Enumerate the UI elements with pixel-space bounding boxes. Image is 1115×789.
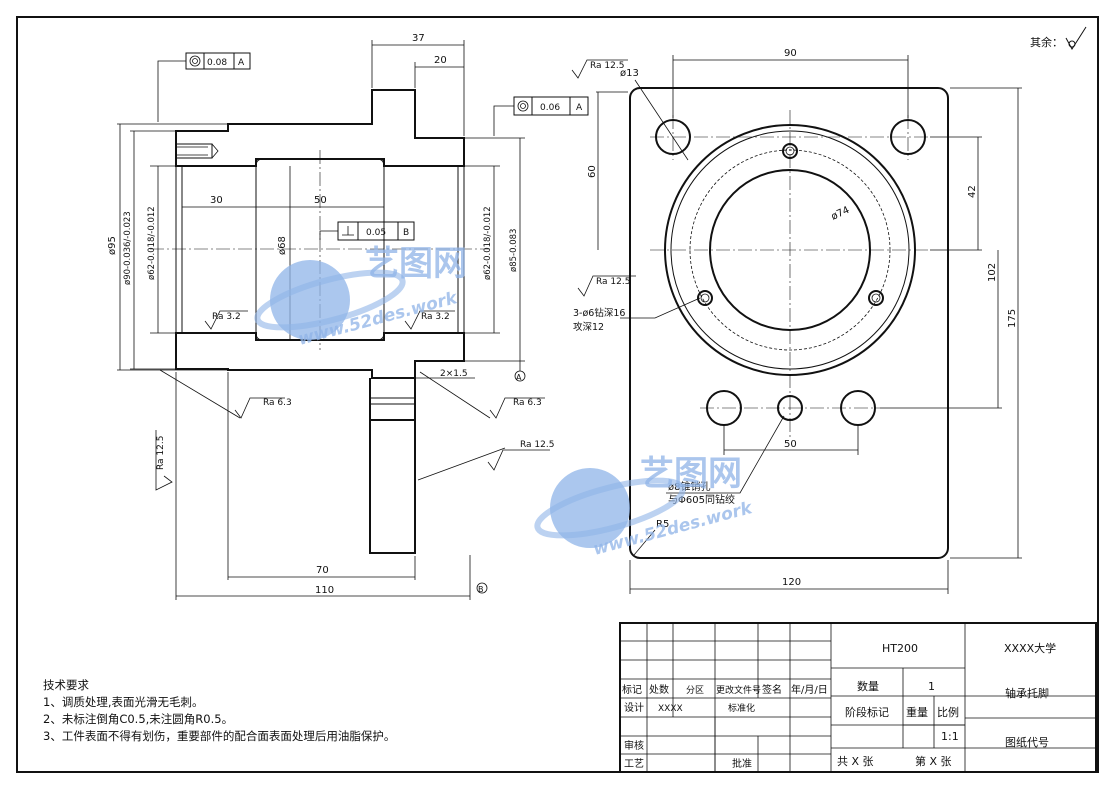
note-tapped-holes: 3-ø6钻深16: [573, 307, 625, 319]
note-tap-depth: 攻深12: [573, 321, 604, 333]
svg-text:Ra 3.2: Ra 3.2: [212, 312, 241, 322]
svg-text:0.05: 0.05: [366, 228, 386, 238]
section-foot: [369, 419, 416, 554]
dim-175: 175: [1007, 309, 1018, 328]
corner-note: 其余：: [1030, 35, 1063, 49]
roughness-ra32-right: Ra 3.2: [404, 310, 455, 330]
dim-30: 30: [210, 195, 223, 206]
svg-text:阶段标记: 阶段标记: [845, 705, 889, 719]
svg-text:B: B: [403, 228, 409, 238]
scale-value: 1:1: [941, 730, 959, 743]
threaded-hole: [175, 143, 213, 159]
plan-view: 90 60 42 102 175 50 120 ø13 ø74 R5 Ra 12…: [571, 48, 1022, 594]
svg-text:A: A: [576, 103, 583, 113]
roughness-ra63-left: Ra 6.3: [159, 369, 292, 419]
svg-text:第 X 张: 第 X 张: [915, 754, 952, 768]
dim-phi68: ø68: [277, 236, 288, 255]
section-wall-bottom: [175, 332, 465, 379]
section-view: 37 20 30 50 70 110 B ø95 ø90-0.036/-0.02…: [107, 33, 589, 600]
roughness-ra63-right: Ra 6.3: [419, 371, 545, 419]
tolerance-frame-3: 0.05 B: [319, 221, 415, 241]
svg-text:标准化: 标准化: [728, 702, 755, 714]
roughness-plan-mid: Ra 12.5: [577, 275, 636, 297]
datum-label-b: B: [478, 585, 484, 594]
svg-text:审核: 审核: [624, 739, 644, 752]
drawing-code-cell: 图纸代号: [1005, 736, 1049, 749]
qty-value: 1: [928, 680, 935, 693]
svg-text:重量: 重量: [906, 705, 928, 719]
svg-text:年/月/日: 年/月/日: [791, 683, 828, 696]
dim-phi74: ø74: [830, 205, 852, 223]
datum-label-a: A: [516, 373, 522, 382]
dim-phi95: ø95: [107, 236, 118, 255]
title-block: HT200 XXXX大学 轴承托脚 图纸代号 数量 1 阶段标记 重量 比例 1…: [619, 622, 1097, 773]
svg-text:工艺: 工艺: [624, 758, 644, 770]
roughness-ra125-foot: Ra 12.5: [417, 440, 554, 481]
svg-text:Ra 12.5: Ra 12.5: [156, 436, 166, 470]
dim-phi62-left: ø62-0.018/-0.012: [147, 206, 157, 280]
school-cell: XXXX大学: [1004, 641, 1056, 655]
tolerance-frame-2: 0.06 A: [493, 96, 589, 136]
svg-text:数量: 数量: [857, 680, 879, 693]
tech-title: 技术要求: [43, 678, 89, 692]
tech-item-3: 3、工件表面不得有划伤，重要部件的配合面表面处理后用油脂保护。: [43, 729, 396, 743]
dim-70: 70: [316, 565, 329, 576]
svg-text:Ra 12.5: Ra 12.5: [590, 61, 624, 71]
part-name-cell: 轴承托脚: [1005, 686, 1049, 700]
svg-text:Ra 6.3: Ra 6.3: [513, 398, 542, 408]
tech-item-1: 1、调质处理,表面光滑无毛刺。: [43, 695, 204, 709]
dim-50-plan: 50: [784, 439, 797, 450]
roughness-symbol-corner: [1065, 26, 1087, 50]
dim-60: 60: [587, 165, 598, 178]
technical-requirements: 技术要求 1、调质处理,表面光滑无毛刺。 2、未标注倒角C0.5,未注圆角R0.…: [43, 677, 395, 745]
svg-text:艺图网: 艺图网: [640, 454, 742, 494]
drawing-border: [16, 16, 1099, 773]
svg-text:Ra 6.3: Ra 6.3: [263, 398, 292, 408]
svg-text:A: A: [238, 58, 245, 68]
roughness-ra32-left: Ra 3.2: [204, 310, 248, 330]
roughness-ra125-side: Ra 12.5: [155, 430, 173, 491]
dim-37: 37: [412, 33, 425, 44]
svg-text:签名: 签名: [762, 683, 782, 696]
roughness-plan-top: Ra 12.5: [571, 59, 628, 79]
svg-text:Ra 12.5: Ra 12.5: [596, 277, 630, 287]
note-pin-drill: 与Φ605同钻绞: [668, 493, 735, 506]
svg-text:设计: 设计: [624, 701, 644, 714]
dim-120: 120: [782, 577, 801, 588]
svg-text:0.08: 0.08: [207, 58, 227, 68]
dim-20: 20: [434, 55, 447, 66]
dim-50: 50: [314, 195, 327, 206]
svg-text:0.06: 0.06: [540, 103, 560, 113]
svg-text:艺图网: 艺图网: [365, 244, 467, 284]
watermark-2: 艺图网 www.52des.work: [534, 454, 756, 560]
svg-text:比例: 比例: [937, 705, 959, 719]
svg-text:分区: 分区: [686, 685, 704, 696]
dim-phi13: ø13: [620, 68, 639, 79]
svg-text:共 X 张: 共 X 张: [837, 755, 874, 768]
svg-text:处数: 处数: [649, 683, 669, 696]
svg-text:Ra 12.5: Ra 12.5: [520, 440, 554, 450]
material-cell: HT200: [882, 642, 918, 655]
plate-outline: [629, 87, 949, 559]
dim-90: 90: [784, 48, 797, 59]
dim-phi62-right: ø62-0.018/-0.012: [483, 206, 493, 280]
dim-phi85: ø85-0.083: [509, 229, 519, 272]
svg-text:更改文件号: 更改文件号: [716, 684, 761, 696]
tech-item-2: 2、未标注倒角C0.5,未注圆角R0.5。: [43, 712, 234, 726]
svg-text:Ra 3.2: Ra 3.2: [421, 312, 450, 322]
designer-value: XXXX: [658, 704, 683, 714]
svg-text:批准: 批准: [732, 757, 752, 770]
dim-chamfer: 2×1.5: [440, 369, 468, 379]
dim-42: 42: [967, 185, 978, 198]
dim-102: 102: [987, 263, 998, 282]
svg-text:标记: 标记: [622, 684, 642, 696]
tolerance-frame-1: 0.08 A: [157, 52, 251, 122]
dim-r5: R5: [656, 519, 669, 530]
dim-phi90: ø90-0.036/-0.023: [123, 211, 133, 285]
dim-110: 110: [315, 585, 334, 596]
